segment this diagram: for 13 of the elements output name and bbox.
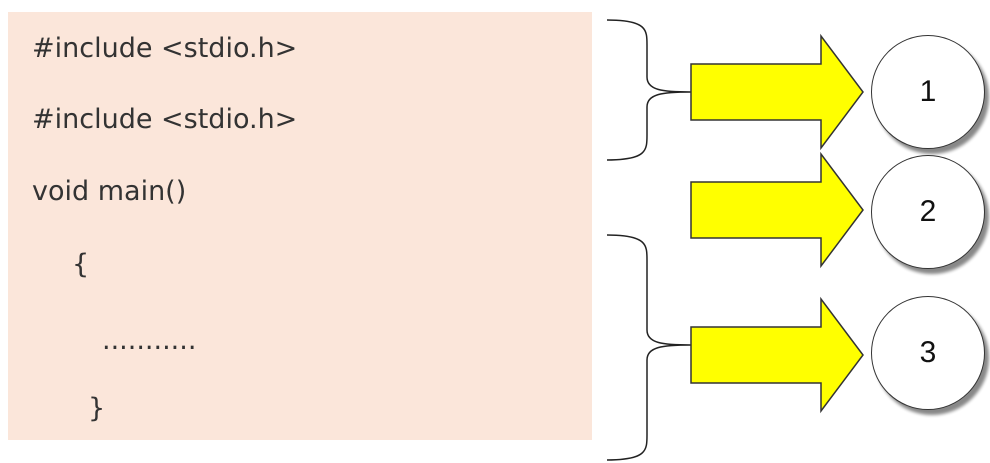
block-arrow	[690, 152, 864, 268]
code-line: {	[72, 248, 90, 282]
code-line: void main()	[32, 175, 186, 209]
code-line: ...........	[102, 324, 196, 358]
block-arrow	[690, 296, 864, 414]
circle-number: 1	[920, 75, 936, 109]
code-line: }	[88, 392, 106, 426]
circle-number: 2	[920, 195, 936, 229]
code-line: #include <stdio.h>	[32, 32, 298, 66]
code-panel	[8, 12, 592, 440]
code-line: #include <stdio.h>	[32, 103, 298, 137]
circle-number: 3	[920, 336, 936, 370]
block-arrow	[690, 34, 864, 150]
